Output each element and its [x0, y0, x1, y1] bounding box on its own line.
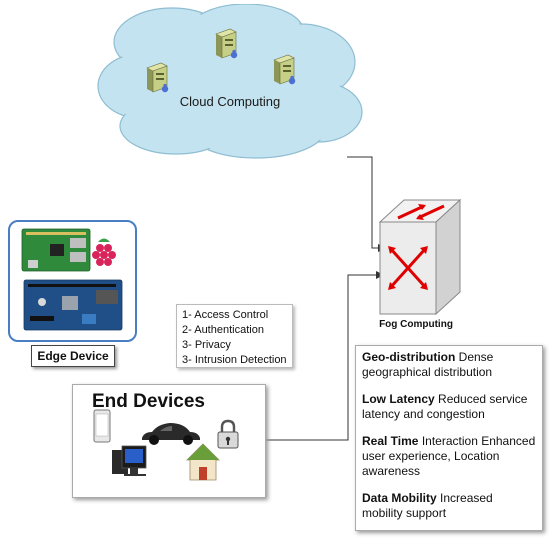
feature-title: Real Time: [362, 434, 419, 448]
end-devices-title: End Devices: [92, 391, 205, 412]
raspberry-pi-icon: [21, 228, 116, 272]
server-icon: [146, 62, 169, 93]
padlock-icon: [217, 419, 239, 449]
fog-router-icon: [378, 198, 462, 316]
feature-title: Data Mobility: [362, 491, 437, 505]
car-icon: [142, 423, 200, 445]
security-item: 3- Intrusion Detection: [182, 354, 287, 366]
feature-text: Interaction Enhanced user experience, Lo…: [362, 434, 536, 478]
end-fog-link: [264, 274, 377, 441]
feature-item: Data Mobility Increased mobility support: [362, 491, 536, 521]
security-item: 3- Privacy: [182, 339, 231, 351]
feature-title: Geo-distribution: [362, 350, 456, 364]
feature-text: Reduced service latency and congestion: [362, 392, 528, 421]
server-icon: [273, 54, 296, 85]
feature-item: Real Time Interaction Enhanced user expe…: [362, 434, 536, 479]
feature-item: Geo-distribution Dense geographical dist…: [362, 350, 536, 380]
feature-text: Dense geographical distribution: [362, 350, 494, 379]
house-icon: [186, 443, 220, 481]
feature-title: Low Latency: [362, 392, 435, 406]
cloud-fog-link: [347, 156, 380, 249]
feature-text: Increased mobility support: [362, 491, 493, 520]
fog-computing-label: Fog Computing: [379, 319, 453, 330]
server-icon: [215, 28, 238, 59]
feature-item: Low Latency Reduced service latency and …: [362, 392, 536, 422]
smartphone-icon: [93, 409, 111, 443]
security-item: 1- Access Control: [182, 309, 269, 321]
desktop-computer-icon: [112, 445, 147, 476]
security-list: 1- Access Control 2- Authentication 3- P…: [176, 304, 293, 368]
fog-features-box: Geo-distribution Dense geographical dist…: [355, 345, 543, 531]
security-item: 2- Authentication: [182, 324, 264, 336]
edge-device-label: Edge Device: [31, 345, 115, 367]
cloud-computing-label: Cloud Computing: [179, 94, 281, 109]
intel-board-icon: [23, 279, 123, 331]
